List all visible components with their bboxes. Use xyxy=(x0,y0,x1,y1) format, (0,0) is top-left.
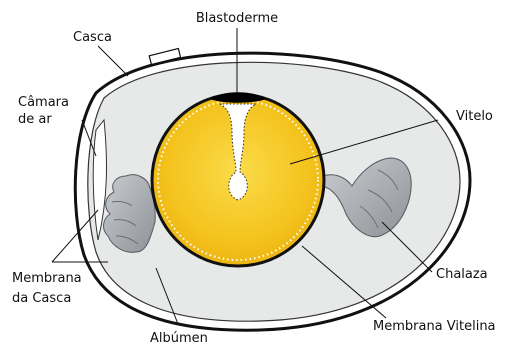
label-albumen: Albúmen xyxy=(150,331,208,346)
label-chalaza: Chalaza xyxy=(436,267,488,282)
label-membrana-casca-line2: da Casca xyxy=(12,291,71,306)
label-camara-line2: de ar xyxy=(18,112,52,127)
label-camara-line1: Câmara xyxy=(18,95,69,110)
label-membrana-casca-line1: Membrana xyxy=(12,271,82,286)
label-blastoderme: Blastoderme xyxy=(196,11,278,26)
label-membrana-vitelina: Membrana Vitelina xyxy=(373,319,496,334)
label-vitelo: Vitelo xyxy=(456,109,493,124)
leader-casca xyxy=(98,46,128,76)
label-casca: Casca xyxy=(73,30,112,45)
